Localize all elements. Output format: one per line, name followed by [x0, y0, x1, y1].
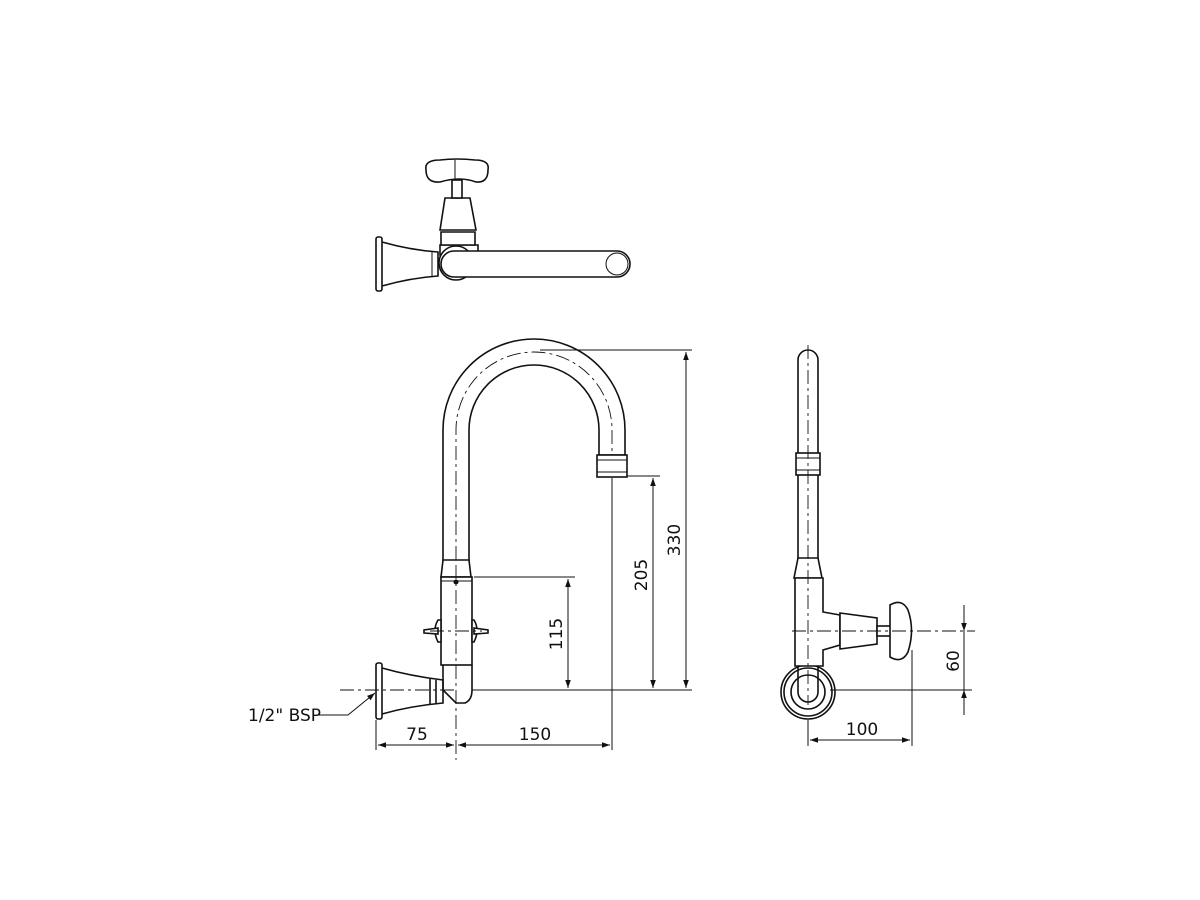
wall-cone	[381, 241, 439, 287]
dim-label-330: 330	[665, 524, 685, 556]
dim-label-150: 150	[519, 725, 551, 745]
side-view: 60 100	[780, 345, 975, 746]
spout-arm	[440, 250, 631, 278]
valve-body	[439, 197, 477, 231]
callout-leader	[318, 692, 376, 716]
callout-bsp: 1/2" BSP	[248, 706, 321, 726]
wall-cone	[381, 667, 444, 715]
valve-body	[440, 576, 473, 666]
aerator	[596, 454, 628, 478]
handle-icon	[424, 158, 490, 183]
valve-body	[794, 577, 841, 667]
dim-label-75: 75	[406, 725, 428, 745]
gooseneck	[442, 338, 626, 575]
dim-label-115: 115	[547, 618, 567, 650]
wall-flange	[375, 662, 383, 720]
dim-label-100: 100	[846, 720, 878, 740]
front-view: 330 205 115 75 150 1/2" BSP	[248, 338, 692, 760]
wall-flange	[375, 236, 383, 292]
valve-spindle	[451, 179, 463, 199]
top-view	[375, 158, 631, 292]
dim-label-205: 205	[632, 559, 652, 591]
valve-nut	[440, 231, 476, 246]
dim-label-60: 60	[944, 650, 964, 672]
